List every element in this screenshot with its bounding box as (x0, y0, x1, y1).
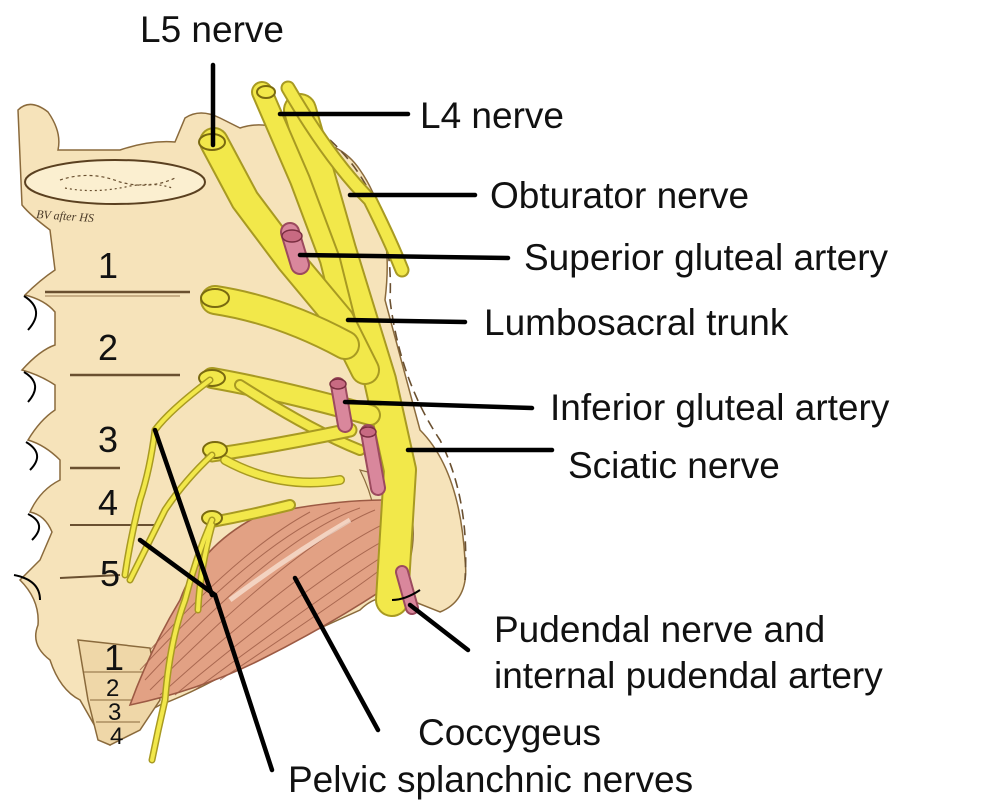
label-coccygeus: Coccygeus (418, 712, 601, 753)
coccyx-number-1: 1 (104, 637, 124, 678)
coccyx-number-2: 2 (106, 675, 119, 702)
label-superior-gluteal-artery: Superior gluteal artery (524, 237, 889, 278)
coccyx-number-4: 4 (110, 723, 123, 750)
sacral-number-2: 2 (98, 327, 118, 368)
label-pudendal-line2: internal pudendal artery (494, 655, 883, 696)
sacral-number-1: 1 (98, 245, 118, 286)
label-inferior-gluteal-artery: Inferior gluteal artery (550, 387, 890, 428)
leader-lumbosacral (348, 320, 465, 322)
label-lumbosacral-trunk: Lumbosacral trunk (484, 302, 789, 343)
label-obturator-nerve: Obturator nerve (490, 175, 749, 216)
label-l4-nerve: L4 nerve (420, 95, 564, 136)
coccyx-number-3: 3 (108, 699, 121, 726)
sacral-number-4: 4 (98, 482, 118, 523)
label-pelvic-splanchnic-nerves: Pelvic splanchnic nerves (288, 759, 693, 800)
label-sciatic-nerve: Sciatic nerve (568, 445, 780, 486)
sacral-number-3: 3 (98, 419, 118, 460)
label-l5-nerve: L5 nerve (140, 9, 284, 50)
sacral-number-5: 5 (100, 553, 120, 594)
label-pudendal-line1: Pudendal nerve and (494, 609, 825, 650)
vertebral-body (25, 160, 205, 204)
leader-superior-gluteal (300, 255, 508, 258)
